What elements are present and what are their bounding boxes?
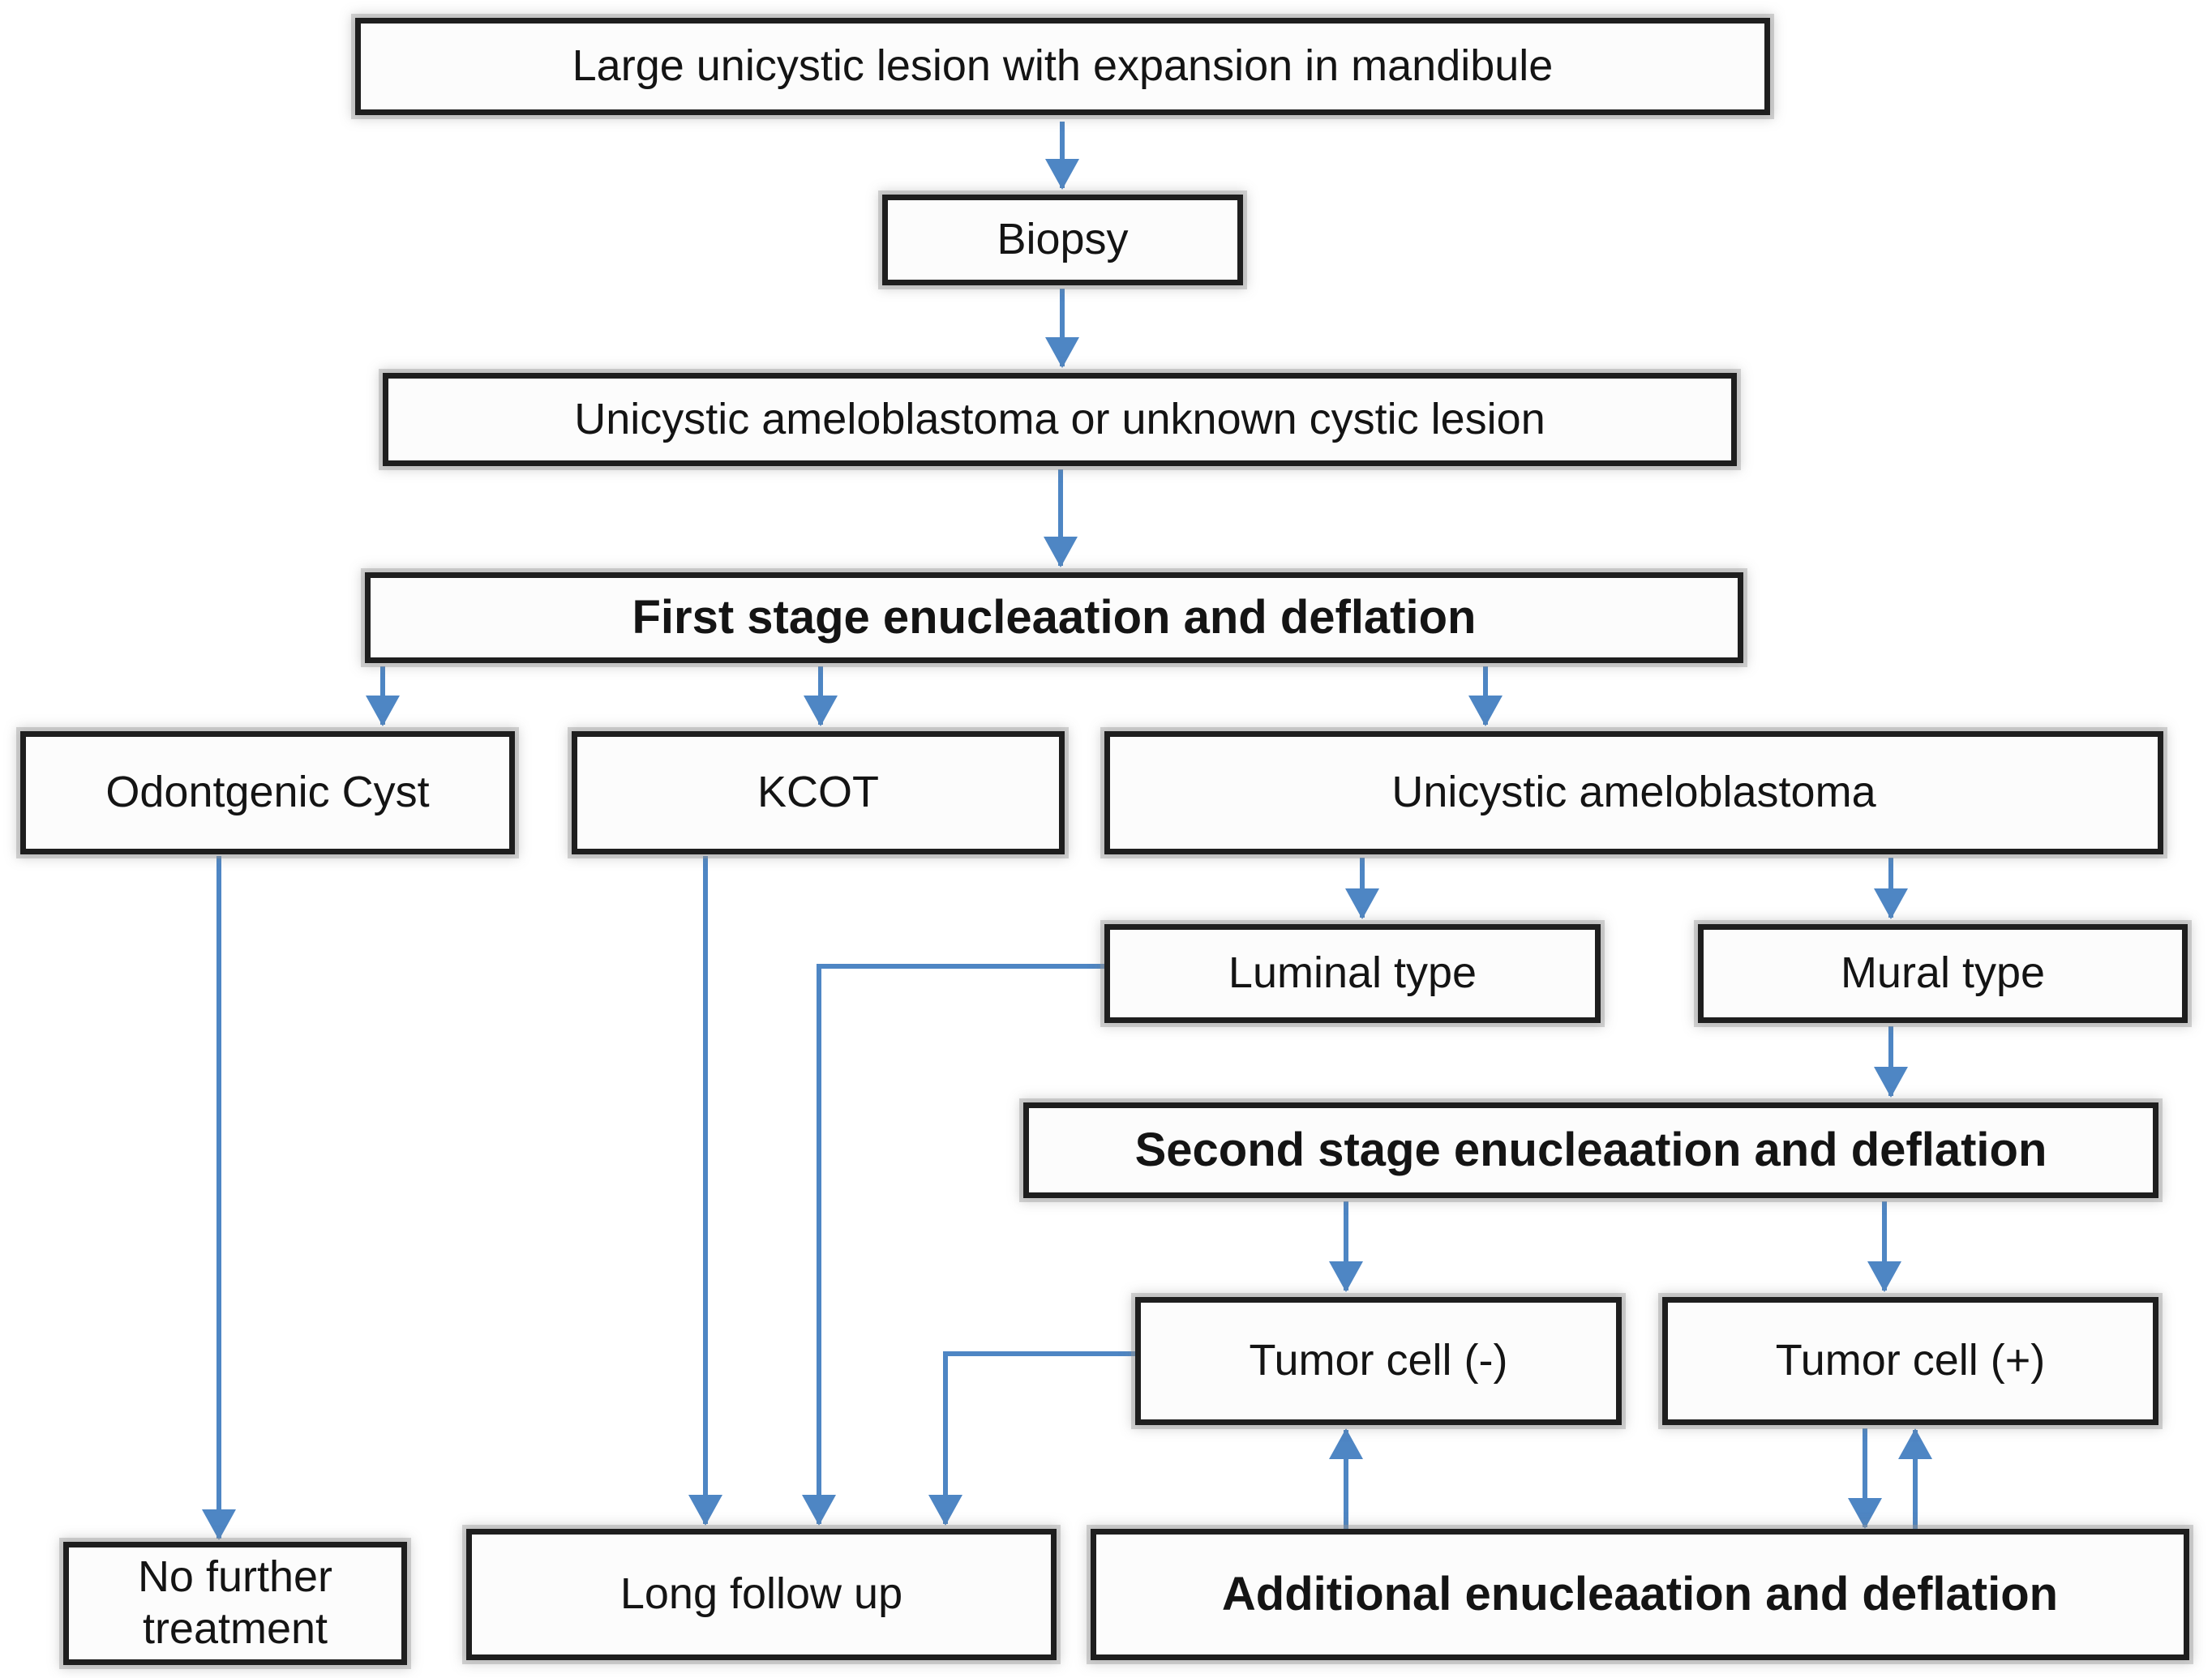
node-tumor-cell-positive: Tumor cell (+) bbox=[1662, 1297, 2158, 1425]
node-tumor-cell-negative: Tumor cell (-) bbox=[1135, 1297, 1622, 1425]
node-first-stage-enucleation: First stage enucleaation and deflation bbox=[365, 572, 1743, 663]
node-odontgenic-cyst: Odontgenic Cyst bbox=[20, 731, 515, 854]
node-luminal-type: Luminal type bbox=[1104, 924, 1601, 1023]
node-large-unicystic-lesion: Large unicystic lesion with expansion in… bbox=[355, 18, 1770, 115]
node-no-further-treatment: No further treatment bbox=[63, 1542, 407, 1665]
node-biopsy: Biopsy bbox=[882, 195, 1243, 285]
edge-luminal-to-longfollowup-arrow bbox=[802, 964, 1107, 1526]
node-second-stage-enucleation: Second stage enucleaation and deflation bbox=[1023, 1102, 2158, 1198]
node-mural-type: Mural type bbox=[1698, 924, 2188, 1023]
node-unicystic-ameloblastoma: Unicystic ameloblastoma bbox=[1104, 731, 2163, 854]
node-unknown-cystic-lesion: Unicystic ameloblastoma or unknown cysti… bbox=[383, 373, 1737, 466]
node-additional-enucleation: Additional enucleaation and deflation bbox=[1091, 1529, 2189, 1660]
node-long-follow-up: Long follow up bbox=[466, 1529, 1057, 1660]
node-kcot: KCOT bbox=[572, 731, 1065, 854]
edge-tumorneg-to-longfollowup-arrow bbox=[928, 1351, 1138, 1526]
